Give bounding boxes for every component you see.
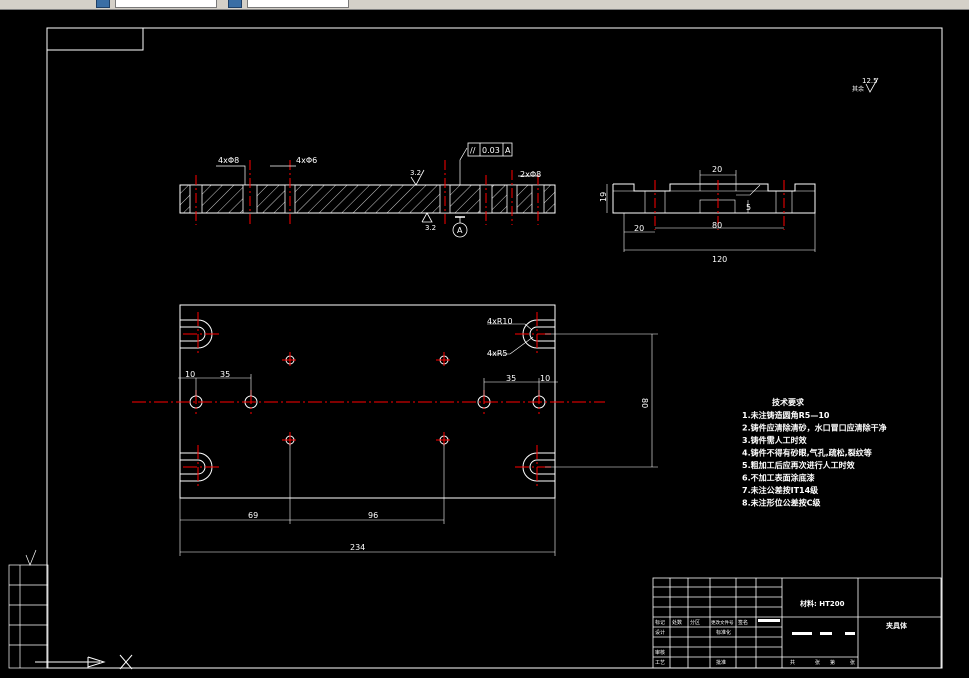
svg-text:120: 120 [712, 255, 727, 264]
toolbar-strip [0, 0, 969, 10]
side-view: 20 19 5 20 80 120 [599, 165, 816, 264]
svg-text:处数: 处数 [672, 619, 682, 626]
svg-text:批准: 批准 [716, 659, 726, 666]
tolerance-frame: // 0.03 A [467, 142, 513, 157]
svg-text:技术要求: 技术要求 [772, 397, 805, 407]
svg-text:其余: 其余 [852, 85, 864, 93]
svg-text:设计: 设计 [655, 629, 665, 636]
svg-text:标准化: 标准化 [716, 629, 731, 636]
svg-text:234: 234 [350, 543, 365, 552]
svg-text:工艺: 工艺 [655, 660, 665, 666]
tech-requirement-item: 7.未注公差按IT14级 [742, 485, 819, 495]
svg-text:35: 35 [506, 374, 516, 383]
ucs-icon [35, 654, 133, 670]
plan-view: 10 35 35 10 4xR10 4xR5 80 69 96 234 [132, 304, 658, 556]
svg-text:20: 20 [712, 165, 722, 174]
svg-text:审核: 审核 [655, 649, 665, 656]
svg-text:80: 80 [640, 398, 649, 408]
tech-requirement-item: 1.未注铸造圆角R5—10 [742, 410, 830, 420]
svg-text:80: 80 [712, 221, 722, 230]
technical-requirements: 技术要求 1.未注铸造圆角R5—10 2.铸件应清除清砂，水口冒口应清除干净 3.铸… [742, 397, 887, 508]
svg-text:4xΦ8: 4xΦ8 [218, 156, 239, 165]
svg-text:19: 19 [599, 192, 608, 202]
svg-text://: // [470, 146, 476, 155]
svg-text:10: 10 [540, 374, 550, 383]
svg-text:12.5: 12.5 [862, 77, 878, 85]
svg-text:共: 共 [790, 659, 795, 666]
svg-text:3.2: 3.2 [425, 224, 436, 232]
svg-text:分区: 分区 [690, 619, 700, 626]
side-stamp-block [8, 549, 49, 669]
svg-text:2xΦ8: 2xΦ8 [520, 170, 541, 179]
svg-text:1.未注铸造圆角R5—102.铸件应清除清砂，水口冒口应清除: 1.未注铸造圆角R5—10 2.铸件应清除清砂，水口冒口应清除干净 3.铸件需人工时… [742, 410, 887, 508]
svg-text:签名: 签名 [738, 619, 748, 626]
svg-text:20: 20 [634, 224, 644, 233]
layer-icon[interactable] [96, 0, 110, 8]
svg-text:69: 69 [248, 511, 258, 520]
title-block: 材料: HT200 夹具体 标记 处数 分区 更改文件号 签名 设计 标准化 审… [652, 577, 942, 669]
svg-text:张: 张 [850, 659, 855, 666]
tech-requirement-item: 4.铸件不得有砂眼,气孔,疏松,裂纹等 [742, 448, 872, 458]
svg-text:10: 10 [185, 370, 195, 379]
tech-requirement-item: 8.未注形位公差按C级 [742, 498, 821, 508]
datum-a-symbol: A [452, 216, 468, 238]
svg-text:更改文件号: 更改文件号 [711, 619, 734, 626]
svg-text:张: 张 [815, 659, 820, 666]
properties-icon[interactable] [228, 0, 242, 8]
svg-text:96: 96 [368, 511, 378, 520]
svg-text:A: A [457, 226, 463, 235]
svg-text:材料: HT200: 材料: HT200 [799, 599, 845, 608]
layer-select[interactable] [115, 0, 217, 8]
svg-text:4xR10: 4xR10 [487, 317, 513, 326]
svg-text:4xR5: 4xR5 [487, 349, 507, 358]
tech-requirement-item: 3.铸件需人工时效 [742, 435, 807, 445]
svg-text:3.2: 3.2 [410, 169, 421, 177]
tech-requirement-item: 6.不加工表面涂底漆 [742, 473, 815, 483]
svg-text:0.03: 0.03 [482, 146, 500, 155]
svg-text:35: 35 [220, 370, 230, 379]
tech-requirement-item: 5.粗加工后应再次进行人工时效 [742, 460, 855, 470]
svg-text:5: 5 [746, 203, 751, 212]
general-roughness-symbol: 12.5 其余 [852, 77, 879, 93]
linetype-select[interactable] [247, 0, 349, 8]
svg-text:A: A [505, 146, 511, 155]
svg-text:标记: 标记 [655, 619, 665, 626]
svg-text:夹具体: 夹具体 [886, 621, 908, 630]
front-section-view: 4xΦ8 4xΦ6 2xΦ8 3.2 3.2 // 0.03 A A [179, 142, 556, 238]
drawing-frame [46, 27, 943, 669]
svg-text:第: 第 [830, 659, 835, 666]
svg-text:4xΦ6: 4xΦ6 [296, 156, 317, 165]
tech-requirement-item: 2.铸件应清除清砂，水口冒口应清除干净 [742, 423, 887, 433]
